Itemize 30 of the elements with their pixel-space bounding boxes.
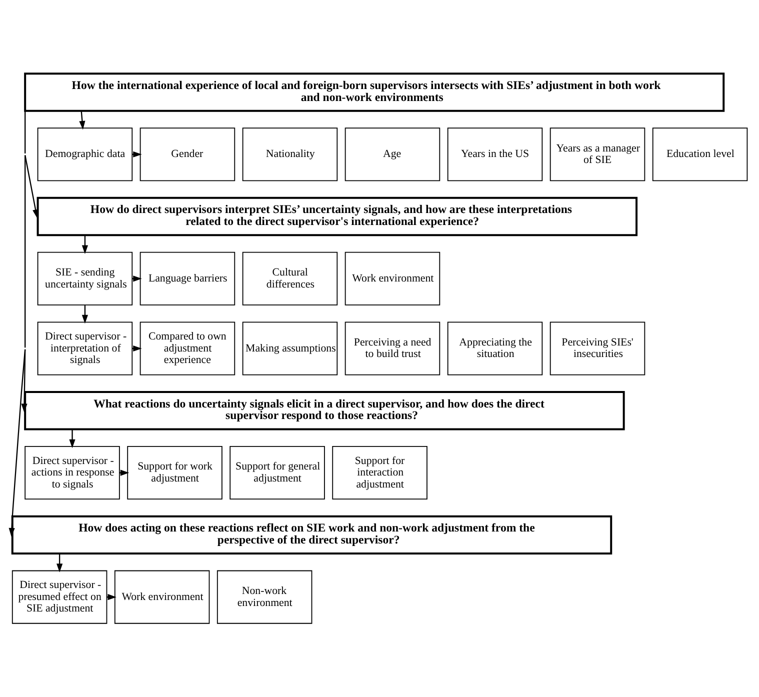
node-box: Education level	[652, 128, 748, 182]
node-box: Support for general adjustment	[230, 446, 325, 500]
node-box: Perceiving a need to build trust	[344, 322, 440, 376]
node-box: Work environment	[114, 570, 210, 624]
node-box: Cultural differences	[242, 252, 338, 306]
arrow	[24, 155, 39, 218]
node-box: Nationality	[242, 128, 338, 182]
node-box: How do direct supervisors interpret SIEs’ uncertainty signals, and how are these interpretations related to the direct supervisor's international experience?	[36, 196, 638, 236]
node-box: Compared to own adjustment experience	[140, 322, 236, 376]
node-box: How the international experience of local and foreign-born supervisors intersects with SIEs’ adjustment in both work and non-work environments	[24, 72, 725, 112]
node-box: Support for work adjustment	[127, 446, 222, 500]
node-box: How does acting on these reactions reflect on SIE work and non-work adjustment from the perspective of the direct supervisor?	[11, 515, 612, 555]
node-box: Non-work environment	[216, 570, 312, 624]
node-box: Perceiving SIEs' insecurities	[550, 322, 646, 376]
arrow	[8, 110, 26, 537]
node-box: Making assumptions	[242, 322, 338, 376]
arrow	[69, 429, 76, 448]
arrow	[79, 110, 86, 130]
arrow	[56, 554, 63, 572]
node-box: Support for interaction adjustment	[332, 446, 428, 500]
node-box: Gender	[140, 128, 236, 182]
node-box: Years in the US	[447, 128, 543, 182]
arrow	[82, 235, 88, 254]
arrow	[82, 305, 88, 324]
node-box: What reactions do uncertainty signals elicit in a direct supervisor, and how does the direct supervisor respond to those reactions?	[24, 391, 625, 430]
node-box: Years as a manager of SIE	[550, 128, 646, 182]
node-box: Work environment	[344, 252, 440, 306]
node-box: Age	[344, 128, 440, 182]
node-box: Appreciating the situation	[447, 322, 543, 376]
node-box: Language barriers	[140, 252, 236, 306]
